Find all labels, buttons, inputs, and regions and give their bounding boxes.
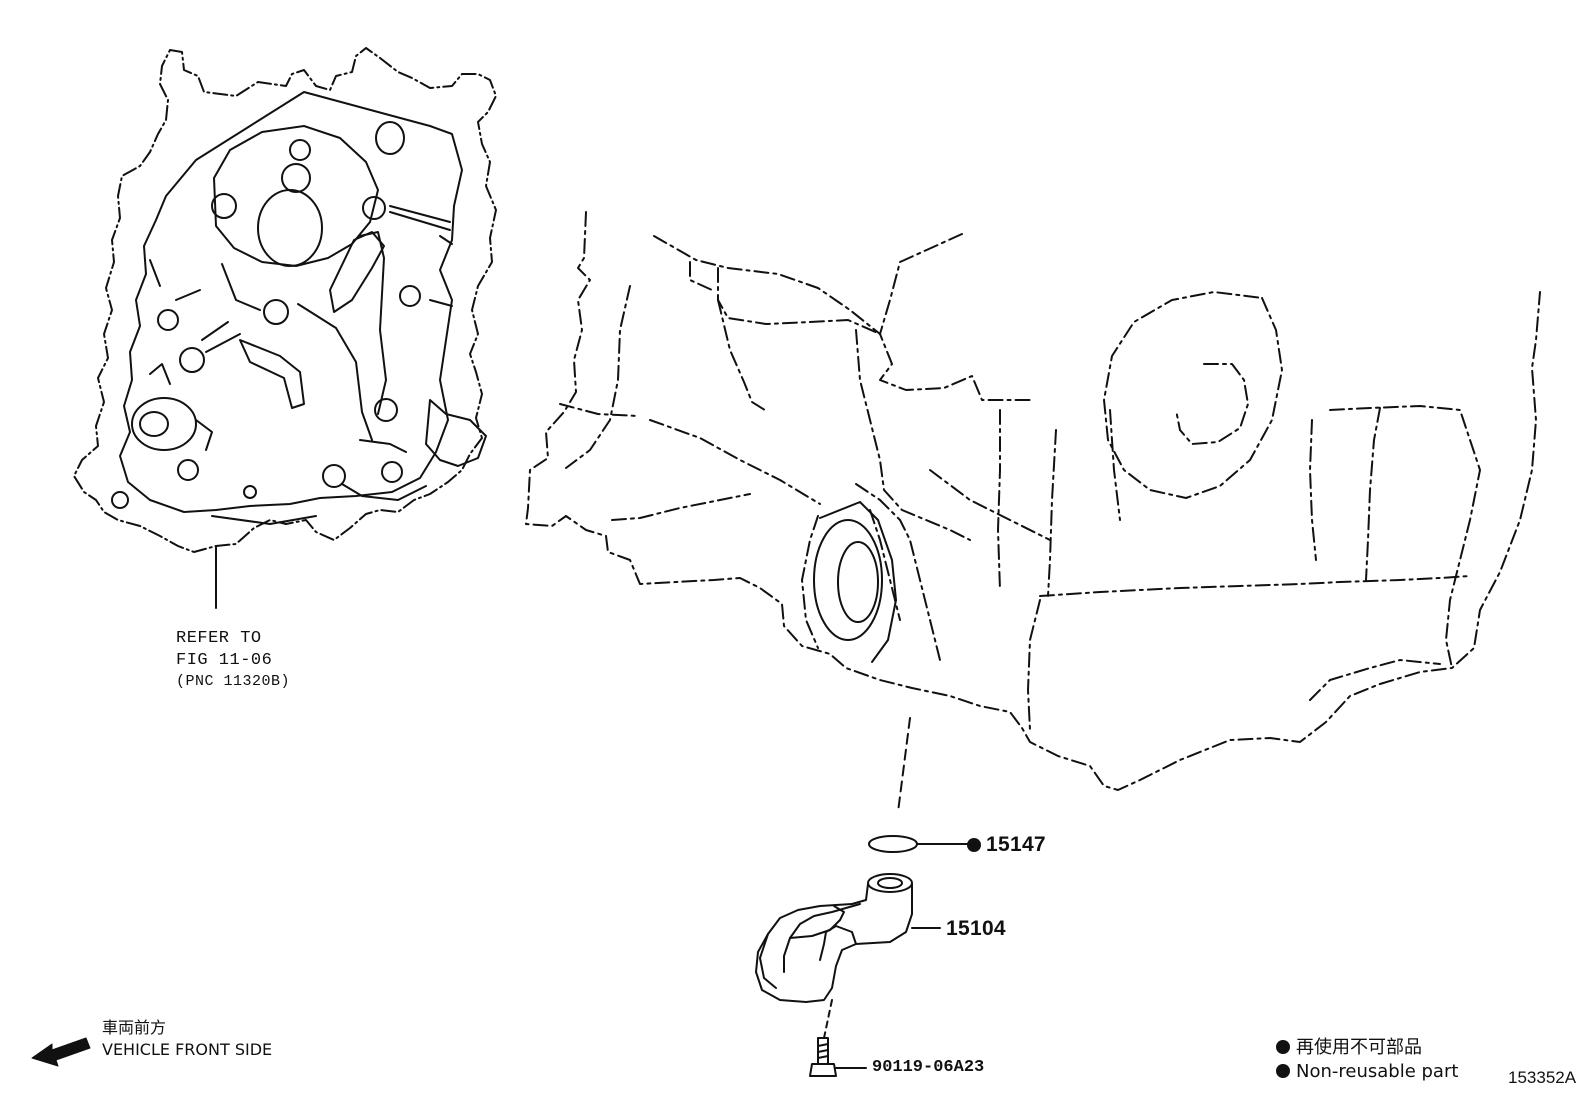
non-reusable-marker xyxy=(967,838,981,852)
timing-chain-cover xyxy=(73,47,497,609)
o-ring xyxy=(868,835,969,853)
legend-english: Non-reusable part xyxy=(1276,1063,1458,1081)
refer-line-3: (PNC 11320B) xyxy=(176,673,291,690)
arrow-left-icon xyxy=(31,1037,91,1067)
legend-japanese-text: 再使用不可部品 xyxy=(1296,1037,1422,1058)
explosion-line xyxy=(897,717,911,813)
refer-line-1: REFER TO xyxy=(176,629,262,648)
front-label-english: VEHICLE FRONT SIDE xyxy=(102,1040,273,1059)
part-number-strainer: 15104 xyxy=(946,917,1006,940)
part-number-bolt: 90119-06A23 xyxy=(872,1058,985,1077)
part-number-o-ring: 15147 xyxy=(986,833,1046,856)
front-label-japanese: 車両前方 xyxy=(102,1018,167,1037)
filled-circle-icon xyxy=(1276,1040,1290,1054)
engine-block xyxy=(525,211,1541,791)
legend-japanese: 再使用不可部品 xyxy=(1276,1039,1422,1057)
refer-line-2: FIG 11-06 xyxy=(176,651,273,670)
legend-english-text: Non-reusable part xyxy=(1296,1061,1459,1082)
oil-strainer xyxy=(755,873,941,1039)
filled-circle-icon xyxy=(1276,1064,1290,1078)
figure-id: 153352A xyxy=(1508,1068,1577,1087)
flange-bolt xyxy=(809,1037,867,1077)
outlet-port xyxy=(813,501,897,663)
